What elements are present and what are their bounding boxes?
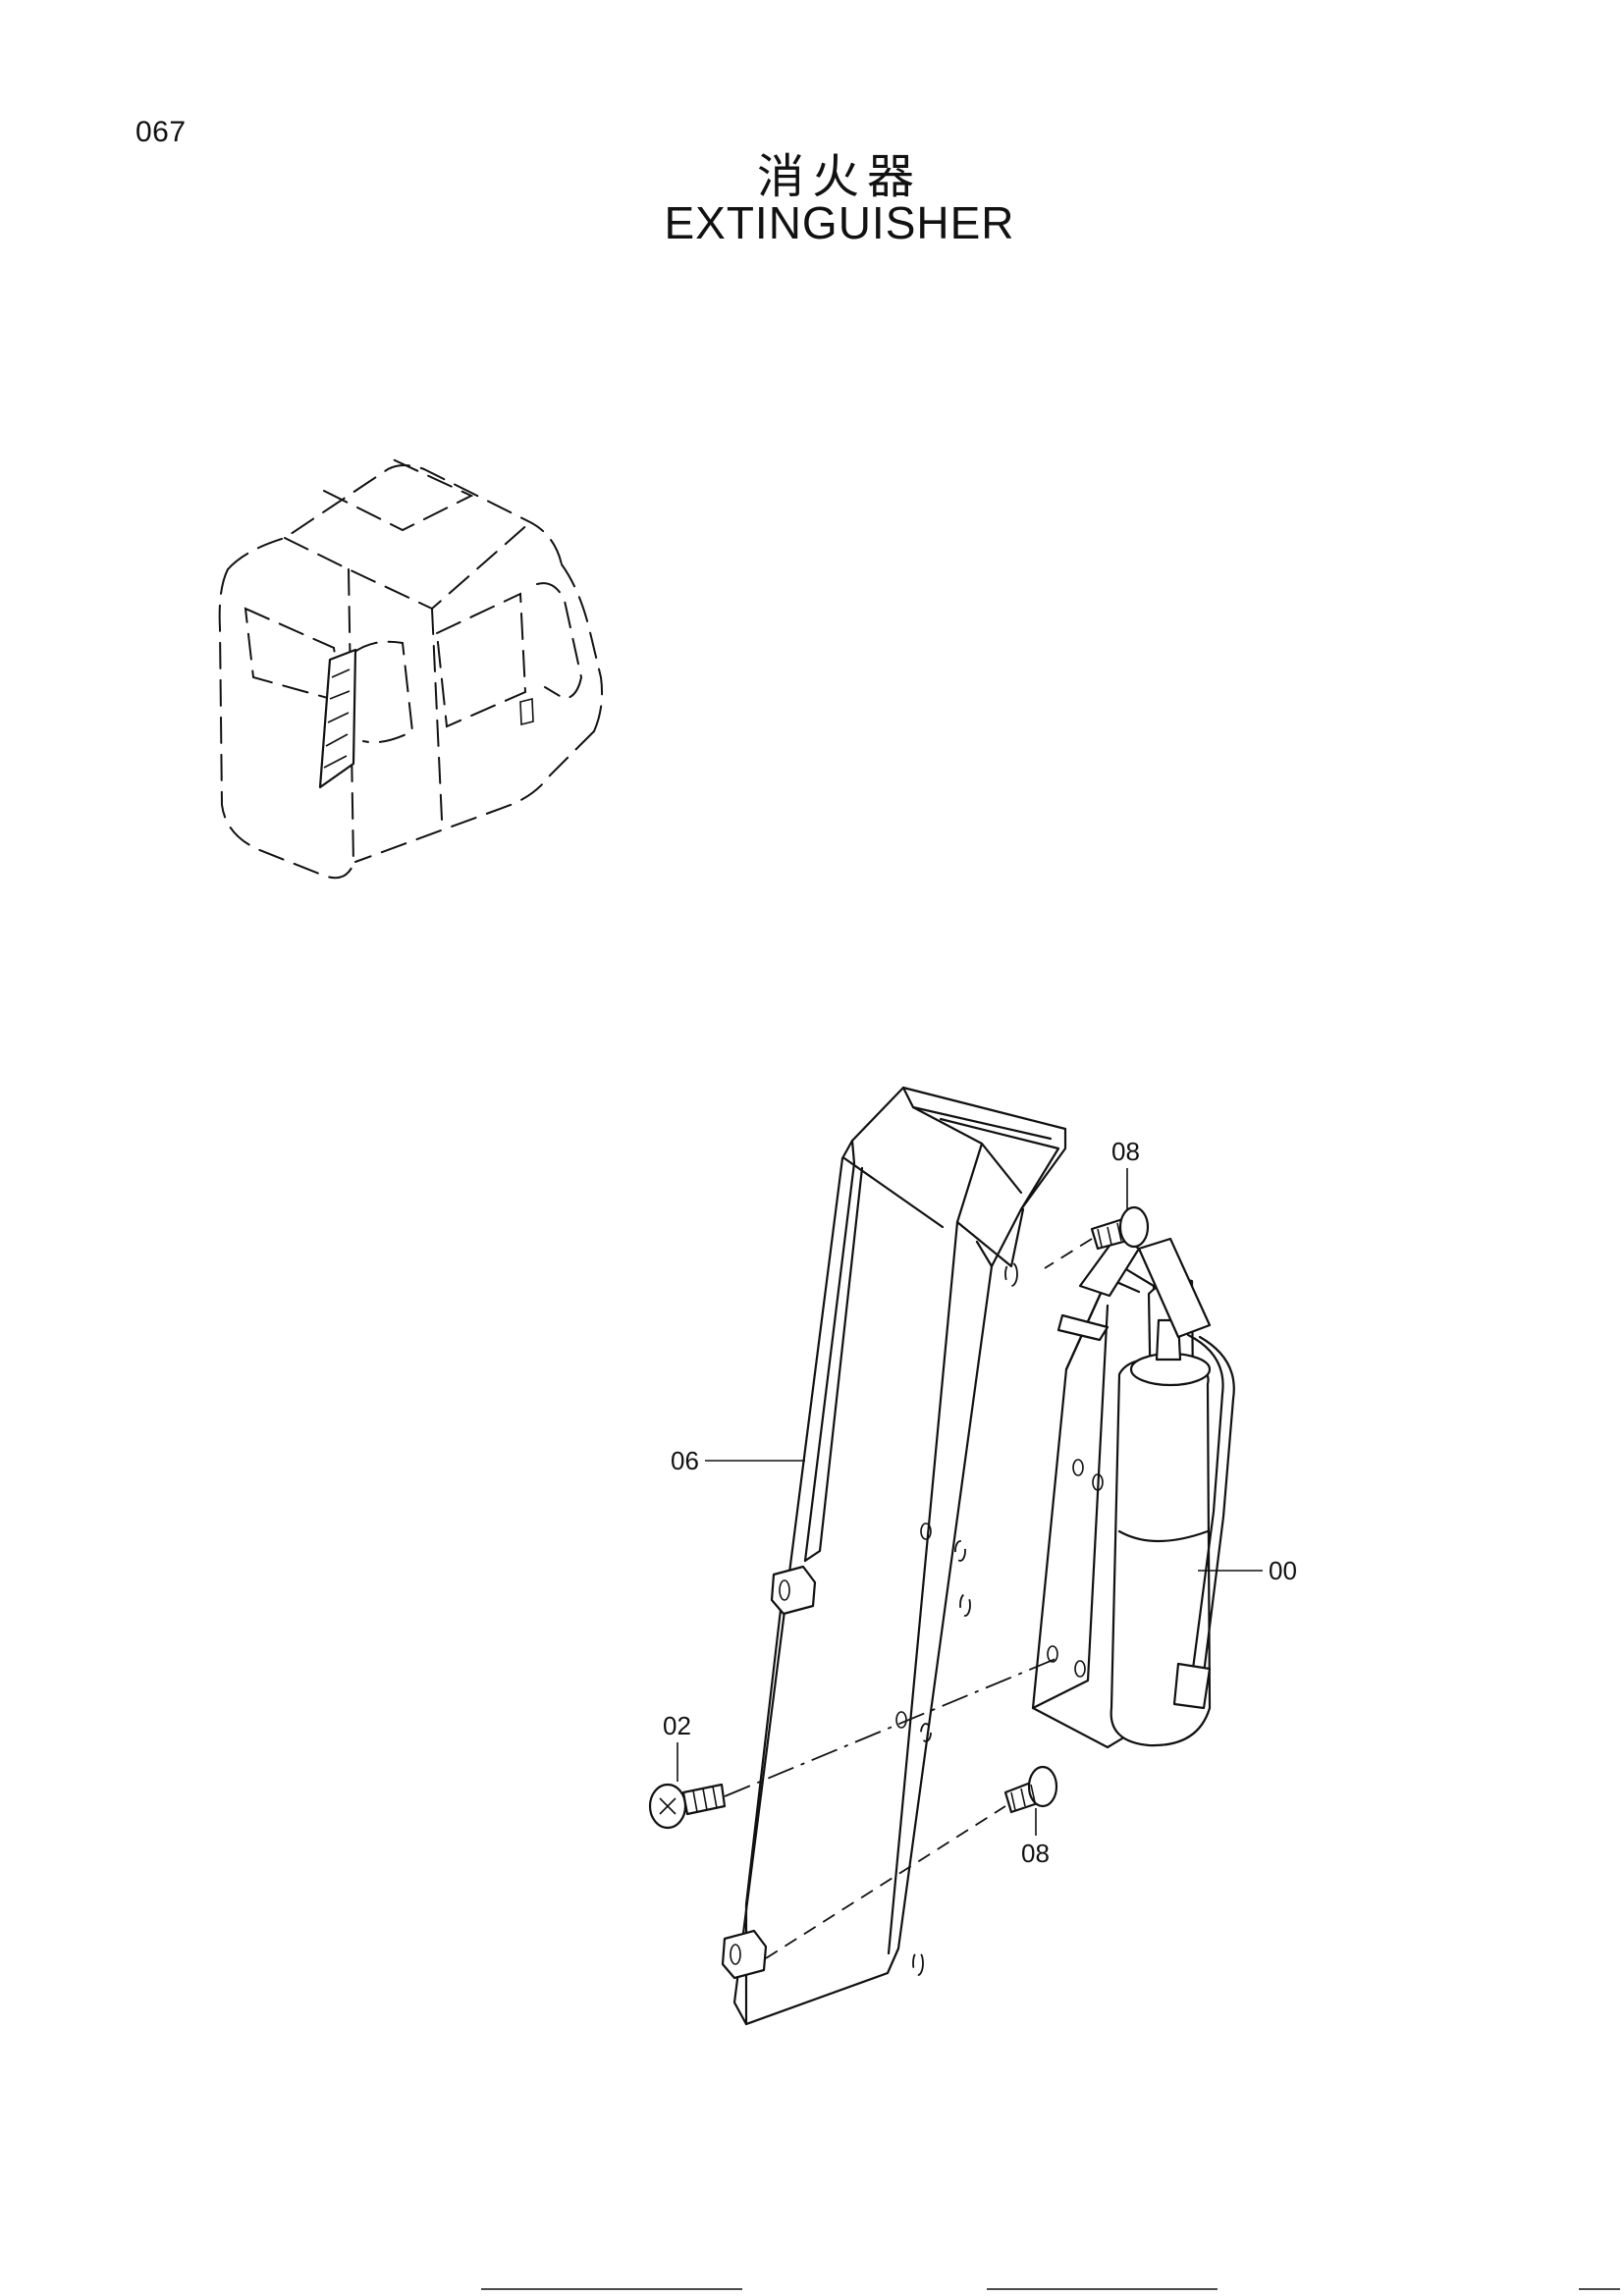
callout-08-upper: 08 xyxy=(1111,1137,1140,1166)
bolt-upper xyxy=(1090,1205,1150,1251)
callout-00: 00 xyxy=(1269,1556,1297,1585)
callout-06: 06 xyxy=(671,1446,699,1475)
bolt-lower xyxy=(1003,1765,1058,1814)
cover-panel xyxy=(721,1086,1067,2026)
title-japanese: 消火器 xyxy=(756,149,922,204)
title-english: EXTINGUISHER xyxy=(664,197,1015,248)
extinguisher-assembly xyxy=(1031,1233,1235,1749)
callout-02: 02 xyxy=(663,1711,691,1740)
page-number: 067 xyxy=(135,116,187,148)
cab-overview xyxy=(218,458,604,880)
callout-08-lower: 08 xyxy=(1021,1839,1050,1868)
screw xyxy=(648,1783,727,1830)
